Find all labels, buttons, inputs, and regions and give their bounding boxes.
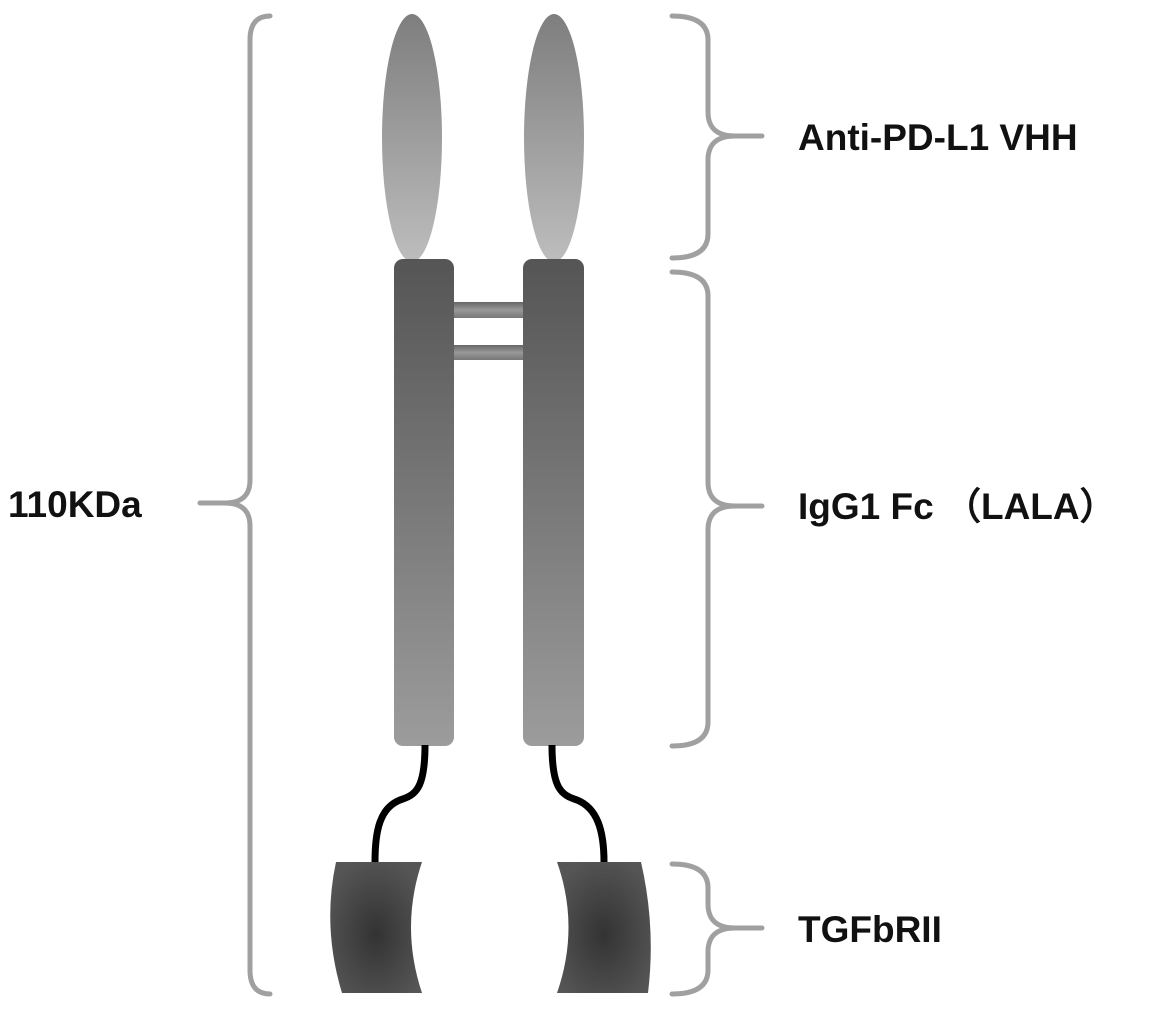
tgfbrii-domain-right: [557, 862, 651, 993]
fc-chain-left: [394, 259, 454, 746]
label-fc: IgG1 Fc （LALA）: [798, 486, 1117, 527]
hinge-bond-2: [450, 345, 528, 360]
vhh-domain-left: [382, 14, 442, 262]
fc-chain-right: [523, 259, 584, 746]
label-tgfbrii: TGFbRII: [798, 909, 942, 950]
label-molecular-weight: 110KDa: [8, 484, 142, 525]
linker-right: [548, 744, 608, 863]
brace-fc: [669, 269, 765, 749]
brace-total: [197, 13, 273, 997]
vhh-domain-right: [524, 14, 584, 262]
linker-left: [371, 744, 429, 863]
label-vhh: Anti-PD-L1 VHH: [798, 117, 1078, 158]
brace-vhh: [669, 13, 765, 261]
hinge-bond-1: [450, 302, 528, 318]
tgfbrii-domain-left: [330, 862, 422, 993]
brace-tgf: [669, 861, 765, 997]
